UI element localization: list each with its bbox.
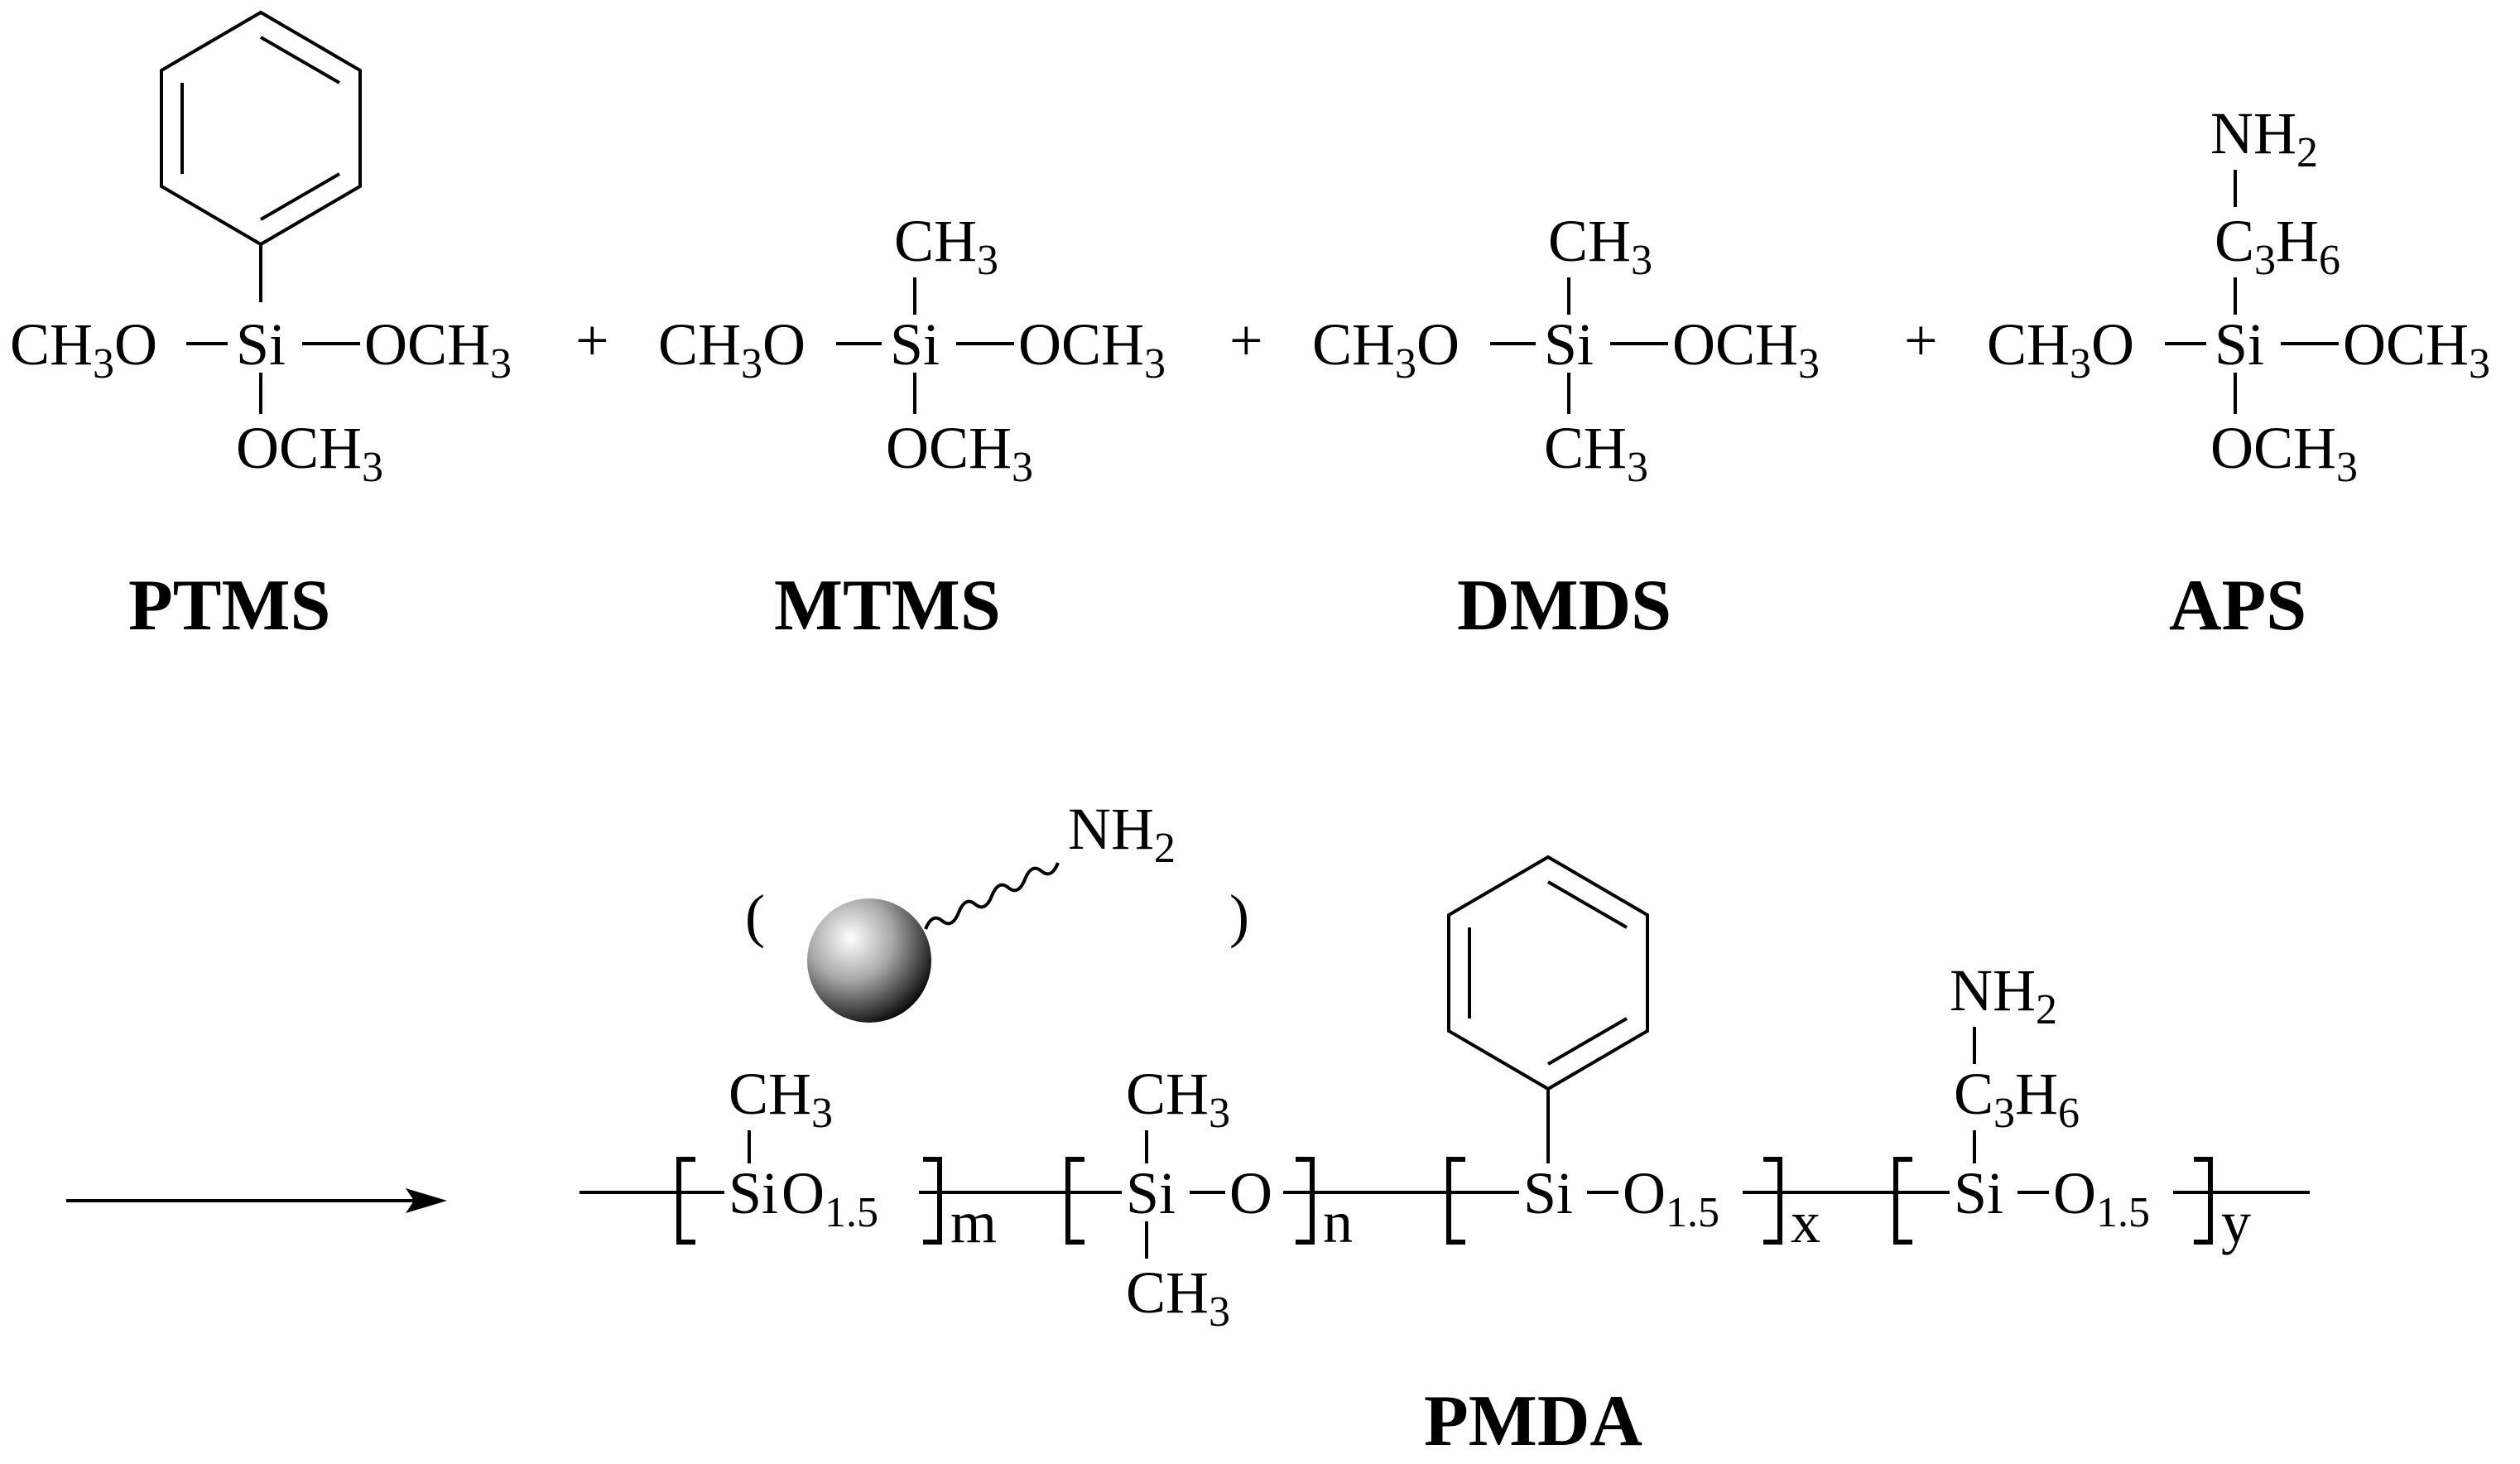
- mtms-silicon: Si: [890, 311, 940, 378]
- unit-x-index: x: [1791, 1189, 1820, 1255]
- wavy-linker: [924, 862, 1060, 930]
- ptms-label: PTMS: [128, 566, 330, 646]
- particle-illustration: ( NH2 ): [745, 796, 1249, 1023]
- unit-n-methyl-top: CH3: [1126, 1061, 1230, 1137]
- pmda-structure: CH3 SiO1.5 m CH3 Si O CH3 n: [580, 855, 2310, 1462]
- particle-sphere: [807, 898, 931, 1023]
- dmds-methoxy-left: CH3O: [1312, 311, 1460, 388]
- dmds-methyl-top: CH3: [1548, 208, 1652, 284]
- aps-amine: NH2: [2210, 100, 2318, 176]
- unit-y-si: Si: [1954, 1160, 2003, 1226]
- unit-n-index: n: [1323, 1189, 1353, 1255]
- unit-x-si: Si: [1523, 1160, 1573, 1226]
- mtms-methyl-top: CH3: [894, 208, 998, 284]
- mtms-methoxy-right: OCH3: [1018, 311, 1166, 388]
- aps-methoxy-bottom: OCH3: [2210, 415, 2358, 491]
- mtms-methoxy-bottom: OCH3: [886, 415, 1033, 491]
- dmds-methyl-bottom: CH3: [1544, 415, 1648, 491]
- unit-n-methyl-bottom: CH3: [1126, 1259, 1230, 1336]
- unit-x: Si O1.5 x: [1446, 855, 1820, 1255]
- unit-n-si: Si: [1126, 1160, 1176, 1226]
- plus-sign-2: +: [1229, 307, 1263, 373]
- open-paren: (: [745, 883, 765, 949]
- dmds-silicon: Si: [1544, 311, 1594, 378]
- aps-silicon: Si: [2215, 311, 2264, 378]
- ptms-structure: CH3O Si OCH3 OCH3 PTMS: [10, 10, 512, 646]
- aps-methoxy-right: OCH3: [2343, 311, 2490, 388]
- mtms-label: MTMS: [774, 566, 1001, 646]
- plus-sign-3: +: [1904, 307, 1938, 373]
- unit-y-o: O1.5: [2053, 1160, 2150, 1236]
- mtms-methoxy-left: CH3O: [658, 311, 806, 388]
- unit-m-si-o: SiO1.5: [729, 1160, 878, 1236]
- unit-y-amine: NH2: [1950, 957, 2057, 1033]
- mtms-structure: CH3 CH3O Si OCH3 OCH3 MTMS: [658, 208, 1166, 646]
- close-paren: ): [1229, 883, 1249, 949]
- benzene-ring: [1447, 855, 1649, 1091]
- dmds-structure: CH3 CH3O Si OCH3 CH3 DMDS: [1312, 208, 1820, 646]
- unit-m: CH3 SiO1.5 m: [676, 1061, 997, 1255]
- reaction-arrow: [66, 1188, 447, 1213]
- unit-y-index: y: [2221, 1189, 2251, 1255]
- aps-structure: NH2 C3H6 CH3O Si OCH3 OCH3 APS: [1987, 100, 2490, 646]
- dmds-methoxy-right: OCH3: [1672, 311, 1820, 388]
- aps-methoxy-left: CH3O: [1987, 311, 2134, 388]
- unit-n-o: O: [1229, 1160, 1272, 1226]
- aps-label: APS: [2169, 566, 2306, 646]
- unit-m-methyl: CH3: [729, 1061, 833, 1137]
- benzene-ring: [160, 10, 362, 247]
- dmds-label: DMDS: [1457, 566, 1671, 646]
- plus-sign-1: +: [575, 307, 609, 373]
- unit-y-propyl: C3H6: [1954, 1061, 2080, 1137]
- unit-x-o: O1.5: [1623, 1160, 1719, 1236]
- ptms-methoxy-left: CH3O: [10, 311, 157, 388]
- ptms-silicon: Si: [236, 311, 286, 378]
- particle-amine: NH2: [1068, 796, 1176, 872]
- ptms-methoxy-right: OCH3: [364, 311, 512, 388]
- unit-m-index: m: [950, 1189, 997, 1255]
- unit-n: CH3 Si O CH3 n: [1065, 1061, 1353, 1336]
- pmda-label: PMDA: [1424, 1381, 1642, 1462]
- unit-y: NH2 C3H6 Si O1.5 y: [1893, 957, 2251, 1255]
- ptms-methoxy-bottom: OCH3: [236, 415, 383, 491]
- aps-propyl: C3H6: [2215, 208, 2340, 284]
